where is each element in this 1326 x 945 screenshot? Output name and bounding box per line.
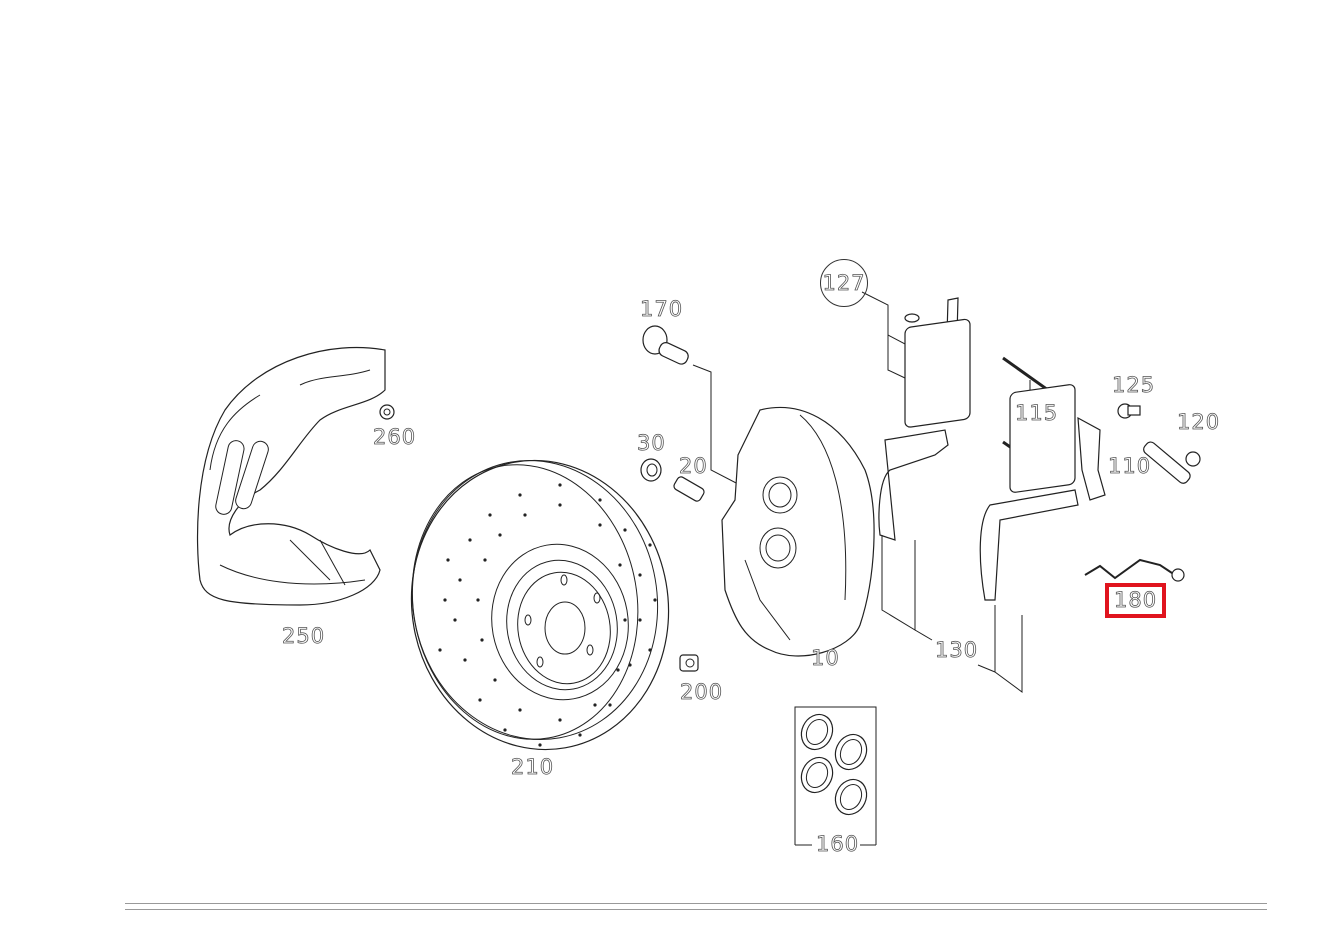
callout-30[interactable]: 30 — [637, 431, 666, 455]
disc-screw-drawing[interactable] — [679, 654, 699, 672]
callout-160[interactable]: 160 — [816, 832, 860, 856]
callout-200[interactable]: 210 — [511, 755, 555, 779]
callout-115[interactable]: 115 — [1015, 401, 1059, 425]
callout-130[interactable]: 130 — [935, 638, 979, 662]
leader-130a — [881, 535, 916, 631]
callout-10[interactable]: 10 — [811, 646, 840, 670]
shield-bolt-drawing[interactable] — [379, 404, 395, 420]
spring-clip-drawing[interactable] — [1077, 416, 1106, 501]
callout-170[interactable]: 170 — [640, 297, 684, 321]
callout-210[interactable]: 200 — [680, 680, 724, 704]
bolt-drawing[interactable] — [1142, 440, 1201, 485]
dust-shield-drawing[interactable] — [196, 346, 386, 606]
bolt-small-drawing[interactable] — [1117, 403, 1141, 419]
caliper-bolt-drawing[interactable] — [642, 325, 690, 366]
callout-label-127: 127 — [822, 270, 866, 295]
footer-divider — [125, 903, 1267, 910]
callout-180-highlighted[interactable]: 180 — [1104, 583, 1167, 618]
bleeder-cap-drawing[interactable] — [640, 458, 662, 482]
leader-130b — [994, 605, 1023, 693]
callout-20[interactable]: 20 — [679, 454, 708, 478]
callout-260[interactable]: 260 — [373, 425, 417, 449]
callout-110[interactable]: 110 — [1108, 454, 1152, 478]
leader-127 — [861, 291, 906, 379]
callout-125[interactable]: 125 — [1112, 373, 1156, 397]
callout-250[interactable]: 250 — [282, 624, 326, 648]
seal-kit-drawing[interactable] — [794, 706, 877, 846]
wear-sensor-drawing[interactable] — [1084, 558, 1185, 582]
brake-pads-drawing[interactable] — [878, 318, 1079, 601]
callout-120[interactable]: 120 — [1177, 410, 1221, 434]
brake-disc-drawing[interactable] — [389, 440, 691, 770]
callout-127[interactable]: 127 — [820, 259, 868, 307]
caliper-drawing[interactable] — [721, 406, 875, 657]
bleeder-valve-drawing[interactable] — [673, 475, 706, 502]
leader-170 — [692, 364, 741, 486]
